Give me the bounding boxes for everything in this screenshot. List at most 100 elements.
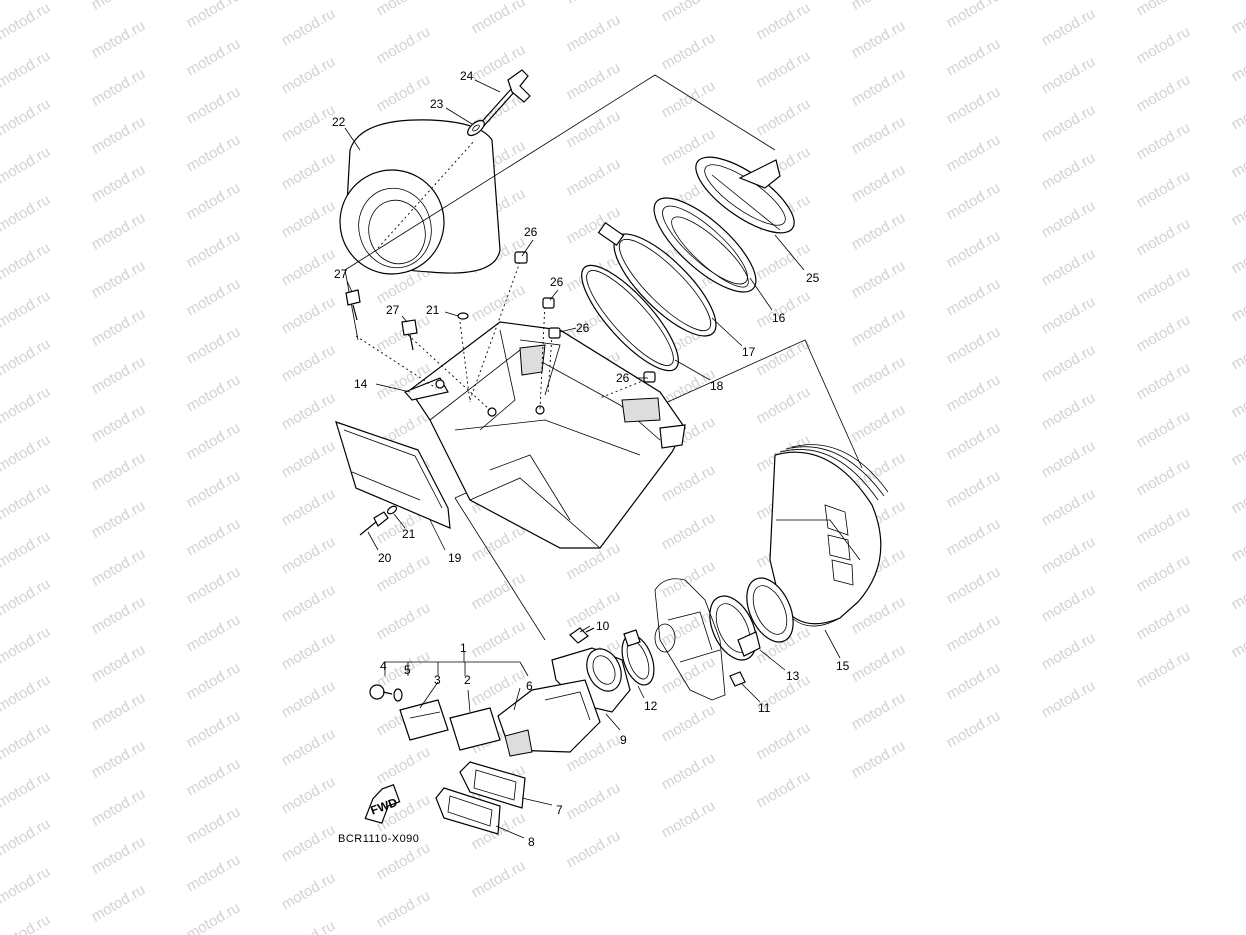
watermark-text: motod.ru xyxy=(89,497,149,541)
watermark-text: motod.ru xyxy=(849,305,909,349)
watermark-text: motod.ru xyxy=(849,353,909,397)
watermark-text: motod.ru xyxy=(1229,617,1246,661)
watermark-text: motod.ru xyxy=(0,95,53,139)
watermark-text: motod.ru xyxy=(184,131,244,175)
watermark-text: motod.ru xyxy=(659,29,719,73)
watermark-text: motod.ru xyxy=(279,773,339,817)
watermark-text: motod.ru xyxy=(89,401,149,445)
watermark-text: motod.ru xyxy=(279,725,339,769)
watermark-text: motod.ru xyxy=(279,389,339,433)
watermark-text: motod.ru xyxy=(754,335,814,379)
watermark-text: motod.ru xyxy=(1039,197,1099,241)
callout-20: 20 xyxy=(378,551,392,565)
watermark-text: motod.ru xyxy=(1134,311,1194,355)
watermark-text: motod.ru xyxy=(564,155,624,199)
watermark-text: motod.ru xyxy=(849,113,909,157)
watermark-text: motod.ru xyxy=(469,857,529,901)
watermark-text: motod.ru xyxy=(89,737,149,781)
watermark-text: motod.ru xyxy=(0,815,53,859)
watermark-text: motod.ru xyxy=(0,239,53,283)
gasket-7 xyxy=(459,761,526,809)
watermark-text: motod.ru xyxy=(89,17,149,61)
watermark-text: motod.ru xyxy=(944,707,1004,751)
gasket-18 xyxy=(581,264,679,372)
bolt-10 xyxy=(569,627,595,644)
callout-21-top: 21 xyxy=(426,303,440,317)
watermark-text: motod.ru xyxy=(1134,599,1194,643)
watermark-text: motod.ru xyxy=(184,227,244,271)
watermark-text: motod.ru xyxy=(0,767,53,811)
callout-21-bottom: 21 xyxy=(402,527,416,541)
watermark-text: motod.ru xyxy=(564,587,624,631)
watermark-text: motod.ru xyxy=(754,719,814,763)
watermark-text: motod.ru xyxy=(849,0,909,13)
watermark-text: motod.ru xyxy=(1229,329,1246,373)
watermark-text: motod.ru xyxy=(279,821,339,865)
watermark-text: motod.ru xyxy=(849,161,909,205)
watermark-text: motod.ru xyxy=(1039,293,1099,337)
callout-2: 2 xyxy=(464,673,471,687)
watermark-text: motod.ru xyxy=(564,59,624,103)
intake-manifold xyxy=(551,647,631,713)
wing-bolt xyxy=(467,69,531,137)
watermark-text: motod.ru xyxy=(1229,41,1246,85)
watermark-text: motod.ru xyxy=(754,47,814,91)
watermark-text: motod.ru xyxy=(89,689,149,733)
watermark-text: motod.ru xyxy=(374,839,434,883)
watermark-text: motod.ru xyxy=(184,563,244,607)
callout-7: 7 xyxy=(556,803,563,817)
callout-26-a: 26 xyxy=(524,225,538,239)
watermark-text: motod.ru xyxy=(0,287,53,331)
watermark-text: motod.ru xyxy=(0,671,53,715)
watermark-text: motod.ru xyxy=(944,227,1004,271)
watermark-text: motod.ru xyxy=(1039,149,1099,193)
callout-4: 4 xyxy=(380,659,387,673)
watermark-text: motod.ru xyxy=(89,161,149,205)
watermark-text: motod.ru xyxy=(1229,281,1246,325)
watermark-text: motod.ru xyxy=(659,797,719,841)
watermark-text: motod.ru xyxy=(564,0,624,7)
watermark-text: motod.ru xyxy=(0,335,53,379)
callout-27-a: 27 xyxy=(334,267,348,281)
watermark-text: motod.ru xyxy=(89,881,149,925)
watermark-text: motod.ru xyxy=(0,719,53,763)
watermark-text: motod.ru xyxy=(0,863,53,907)
watermark-text: motod.ru xyxy=(1039,629,1099,673)
watermark-text: motod.ru xyxy=(89,449,149,493)
watermark-text: motod.ru xyxy=(849,689,909,733)
callout-14: 14 xyxy=(354,377,368,391)
watermark-text: motod.ru xyxy=(944,83,1004,127)
watermark-text: motod.ru xyxy=(944,179,1004,223)
watermark-text: motod.ru xyxy=(184,515,244,559)
watermark-text: motod.ru xyxy=(279,917,339,935)
watermark-text: motod.ru xyxy=(374,0,434,19)
watermark-text: motod.ru xyxy=(1039,389,1099,433)
watermark-text: motod.ru xyxy=(279,629,339,673)
watermark-text: motod.ru xyxy=(564,827,624,871)
screw-4 xyxy=(369,684,393,700)
watermark-text: motod.ru xyxy=(1229,377,1246,421)
watermark-text: motod.ru xyxy=(184,83,244,127)
air-box xyxy=(355,261,686,549)
callout-25: 25 xyxy=(806,271,820,285)
watermark-text: motod.ru xyxy=(1039,5,1099,49)
watermark-text: motod.ru xyxy=(1039,245,1099,289)
watermark-text: motod.ru xyxy=(374,743,434,787)
watermark-text: motod.ru xyxy=(659,461,719,505)
watermark-text: motod.ru xyxy=(184,611,244,655)
watermark-text: motod.ru xyxy=(1134,407,1194,451)
callout-10: 10 xyxy=(596,619,610,633)
watermark-text: motod.ru xyxy=(1134,119,1194,163)
watermark-text: motod.ru xyxy=(279,5,339,49)
watermark-text: motod.ru xyxy=(944,275,1004,319)
watermark-text: motod.ru xyxy=(944,323,1004,367)
watermark-text: motod.ru xyxy=(0,575,53,619)
gasket-8 xyxy=(435,787,501,835)
bolt-27b xyxy=(401,319,418,351)
watermark-text: motod.ru xyxy=(849,737,909,781)
callout-22: 22 xyxy=(332,115,346,129)
clamp-13 xyxy=(709,577,794,661)
watermark-text: motod.ru xyxy=(1134,167,1194,211)
watermark-text: motod.ru xyxy=(849,257,909,301)
reed-valve-block xyxy=(497,679,601,757)
